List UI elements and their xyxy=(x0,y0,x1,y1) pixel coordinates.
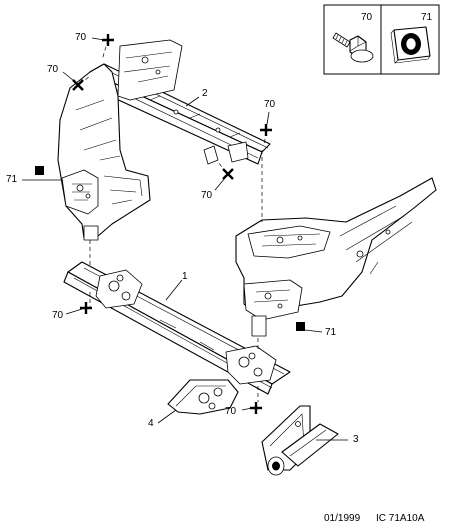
left-side-member xyxy=(57,39,183,241)
callout-71-right: 71 xyxy=(325,327,337,338)
screw-marker-d xyxy=(222,168,234,180)
callout-70-upper-right: 70 xyxy=(264,99,276,110)
callout-3: 3 xyxy=(353,434,359,445)
nut-marker-right xyxy=(296,322,305,331)
callout-70-top: 70 xyxy=(75,32,87,43)
bolt-icon xyxy=(332,32,374,63)
engine-mount xyxy=(261,405,339,476)
nut-marker-left xyxy=(35,166,44,175)
inset-label-bolt: 70 xyxy=(361,12,373,23)
callout-2: 2 xyxy=(202,88,208,99)
screw-marker-b xyxy=(72,79,84,91)
callout-4: 4 xyxy=(148,418,154,429)
right-side-member xyxy=(235,177,437,337)
screw-marker-c xyxy=(260,124,272,136)
leader-lines xyxy=(22,37,348,441)
callout-70-middle: 70 xyxy=(201,190,213,201)
callout-70-upper-left: 70 xyxy=(47,64,59,75)
cage-nut-icon xyxy=(390,26,431,64)
callout-70-lower-left: 70 xyxy=(52,310,64,321)
callout-1: 1 xyxy=(182,271,188,282)
screw-marker-e xyxy=(80,302,92,314)
callout-70-lower-right: 70 xyxy=(225,406,237,417)
footer-date: 01/1999 xyxy=(324,513,361,524)
fastener-inset xyxy=(323,4,440,75)
mounting-bracket xyxy=(167,379,239,415)
footer-reference: IC 71A10A xyxy=(376,513,425,524)
lower-crossmember xyxy=(63,261,291,395)
callout-71-left: 71 xyxy=(6,174,18,185)
inset-label-nut: 71 xyxy=(421,12,433,23)
